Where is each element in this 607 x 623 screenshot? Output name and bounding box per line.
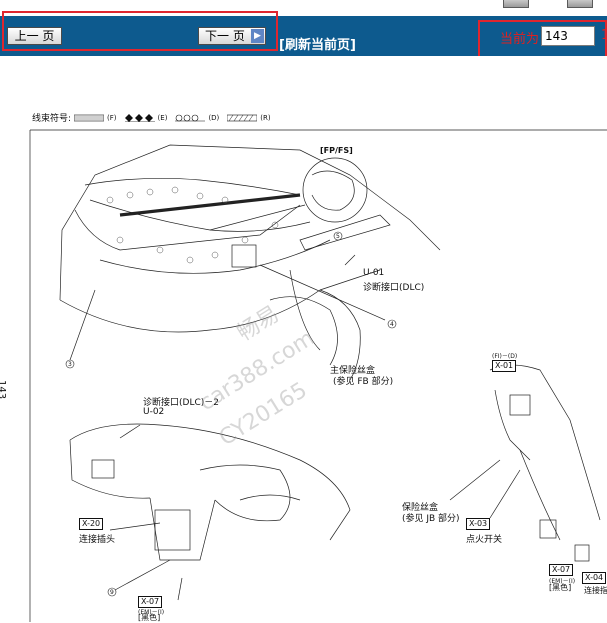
window-corner-button-2[interactable] (567, 0, 593, 8)
window-corner-button-1[interactable] (503, 0, 529, 8)
fi-d-label: (FI)－(D) (492, 353, 518, 360)
x07-tag: X-07 (138, 596, 163, 608)
black-label: [黑色] (138, 613, 161, 622)
connector-label-2: 连接指 (584, 586, 607, 595)
harness-legend: 线束符号: (F) (E) (D) (R) (32, 111, 276, 124)
connector-label: 连接插头 (79, 535, 116, 545)
u02-code: U-02 (143, 407, 165, 417)
nav-buttons-highlight (2, 11, 278, 51)
refresh-current-page-link[interactable]: [刷新当前页] (279, 38, 356, 53)
callout-9: 9 (110, 589, 114, 596)
em-i-label: (EM)－(I) (138, 609, 165, 616)
next-page-button[interactable]: 下一 页 ▶ (198, 27, 266, 45)
legend-code-e: (E) (157, 113, 168, 122)
current-page-label: 当前为 (500, 32, 540, 47)
legend-code-r: (R) (260, 113, 271, 122)
page-number-input[interactable] (541, 26, 595, 46)
total-pages-text: 14 (601, 28, 607, 43)
prev-page-button[interactable]: 上一 页 (7, 27, 62, 45)
u01-label: 诊断接口(DLC) (363, 283, 425, 293)
main-fuse-ref: (参见 FB 部分) (333, 377, 394, 387)
ignition-label: 点火开关 (466, 535, 503, 545)
dlc2-label: 诊断接口(DLC)－2 (143, 398, 219, 408)
legend-code-f: (F) (107, 113, 117, 122)
x20-tag: X-20 (79, 518, 104, 530)
callout-3: 3 (68, 361, 72, 368)
legend-code-d: (D) (208, 113, 220, 122)
arrow-right-icon: ▶ (251, 29, 264, 43)
jb-ref-label: (参见 JB 部分) (402, 514, 460, 524)
x07b-tag: X-07 (549, 564, 574, 576)
u01-code: U-01 (363, 268, 385, 278)
x04-tag: X-04 (582, 572, 607, 584)
current-page-highlight (478, 20, 607, 58)
callout-4: 4 (390, 321, 394, 328)
legend-symbol-e (124, 113, 155, 122)
black-label-2: [黑色] (549, 583, 572, 592)
page-number: 143 (0, 380, 7, 400)
x03-tag: X-03 (466, 518, 491, 530)
main-fuse-label: 主保险丝盒 (330, 366, 376, 376)
fp-fs-label: [FP/FS] (320, 146, 353, 155)
legend-symbol-f (74, 114, 105, 121)
next-page-label: 下一 页 (205, 29, 245, 43)
legend-title: 线束符号: (32, 114, 72, 124)
legend-symbol-d (175, 114, 206, 121)
callout-5: 5 (336, 233, 340, 240)
x01-tag: X-01 (492, 360, 517, 372)
em-i-label-2: (EM)－(I) (549, 578, 576, 585)
legend-symbol-r (227, 114, 258, 121)
fuse-box-label: 保险丝盒 (402, 503, 439, 513)
